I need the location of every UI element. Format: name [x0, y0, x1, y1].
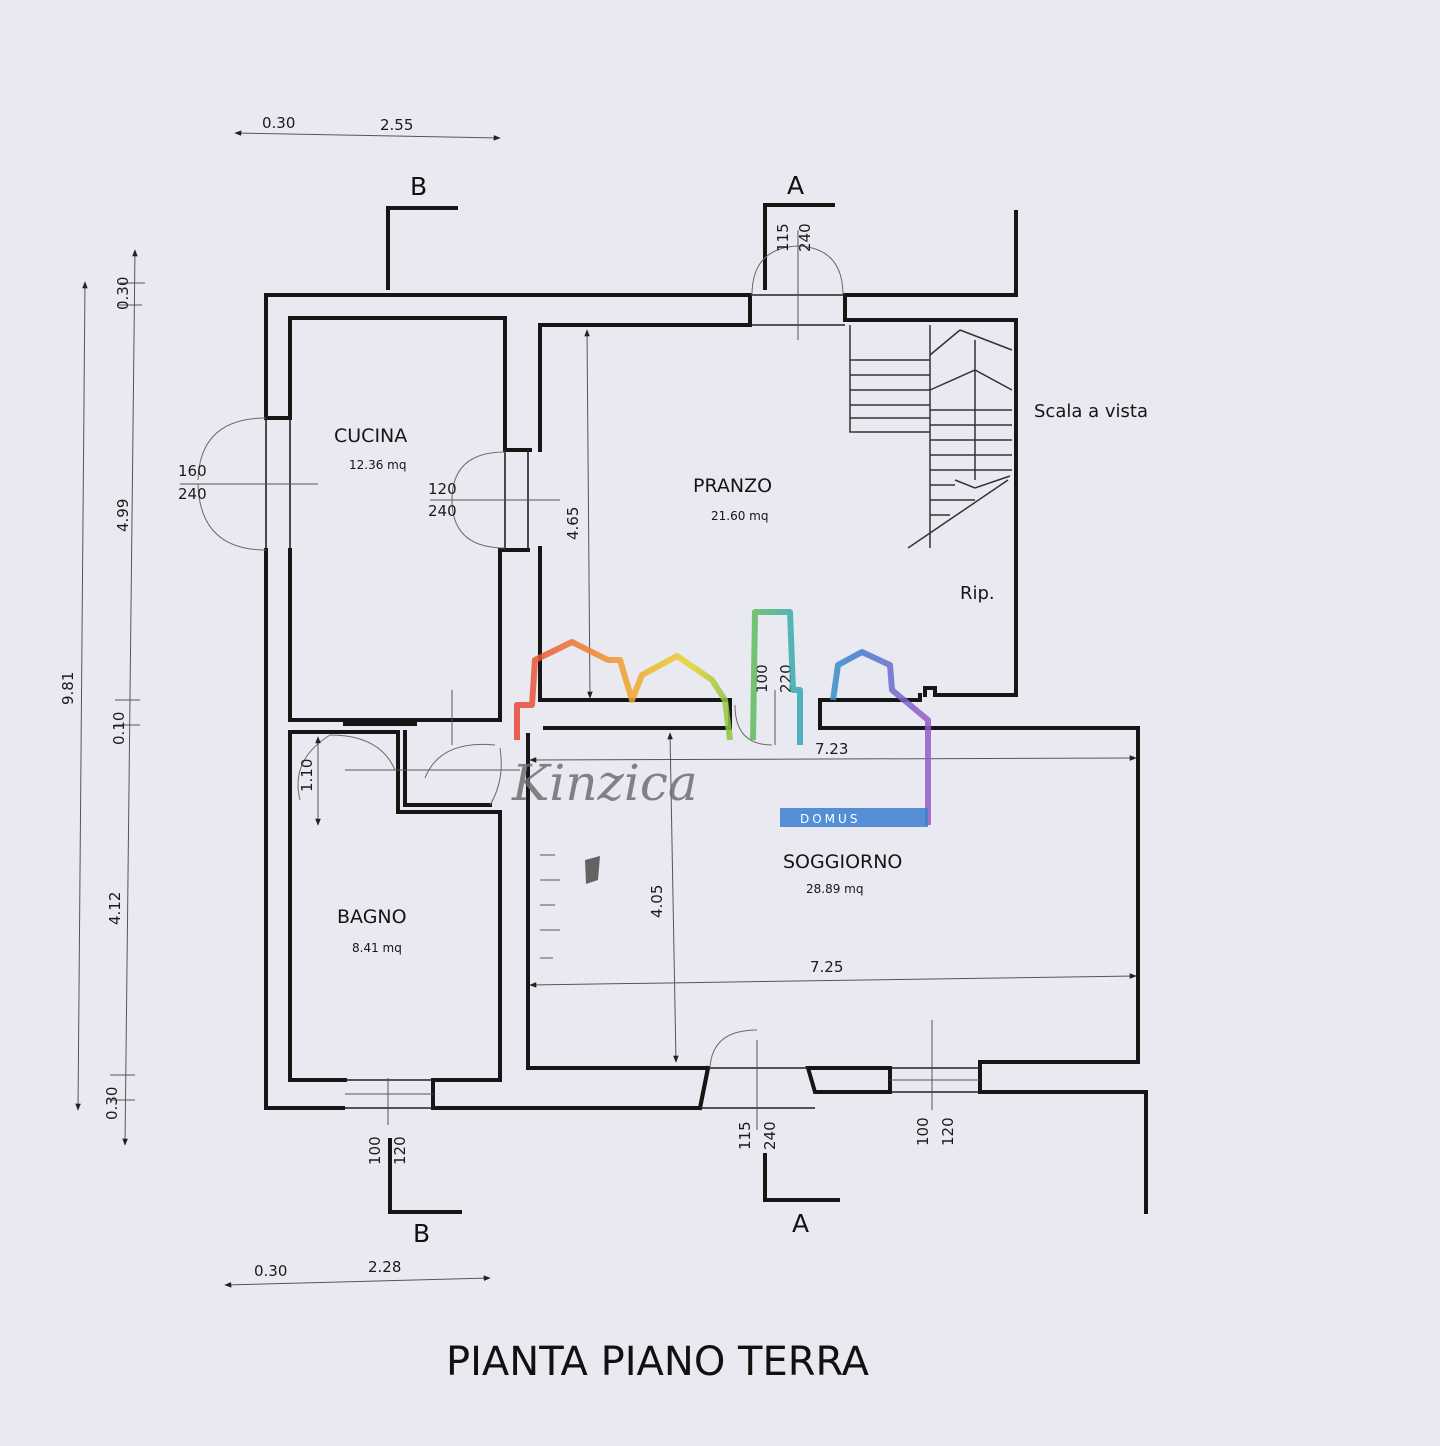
section-b-bottom: B — [413, 1219, 430, 1248]
stairs-label: Scala a vista — [1034, 401, 1148, 422]
room-soggiorno-name: SOGGIORNO — [783, 851, 902, 873]
kitchen-door-height: 240 — [428, 502, 457, 520]
pranzo-opening-width: 100 — [753, 664, 771, 693]
logo-sub-bar — [780, 808, 928, 827]
section-a-bottom: A — [792, 1209, 809, 1238]
walls — [264, 203, 1148, 1214]
logo-watermark: Kinzica DOMUS — [511, 609, 931, 827]
top-door-width: 115 — [774, 223, 792, 252]
openings — [180, 230, 980, 1130]
room-bagno-name: BAGNO — [337, 906, 407, 928]
room-pranzo-name: PRANZO — [693, 475, 772, 497]
room-pranzo-area: 21.60 mq — [711, 509, 768, 523]
kitchen-window-width: 160 — [178, 462, 207, 480]
plan-title: PIANTA PIANO TERRA — [446, 1339, 870, 1385]
kitchen-window-height: 240 — [178, 485, 207, 503]
logo-skyline — [514, 609, 931, 825]
room-cucina-area: 12.36 mq — [349, 458, 406, 472]
dimension-lines — [75, 130, 1137, 1288]
kitchen-door-width: 120 — [428, 480, 457, 498]
room-bagno-area: 8.41 mq — [352, 941, 402, 955]
dim-left-upper-span: 4.99 — [114, 499, 132, 532]
logo-name: Kinzica — [511, 754, 698, 812]
right-window-height: 120 — [939, 1117, 957, 1146]
room-cucina-name: CUCINA — [334, 425, 407, 447]
room-soggiorno-area: 28.89 mq — [806, 882, 863, 896]
dim-bottom-left-wall: 0.30 — [254, 1262, 287, 1280]
dim-total-height: 9.81 — [59, 672, 77, 705]
right-window-width: 100 — [914, 1117, 932, 1146]
dim-pranzo-height: 4.65 — [564, 507, 582, 540]
scan-marks — [540, 854, 600, 959]
front-door-height: 240 — [761, 1121, 779, 1150]
dim-left-top-wall: 0.30 — [114, 277, 132, 310]
storage-label: Rip. — [960, 583, 995, 604]
dim-soggiorno-width-bottom: 7.25 — [810, 958, 843, 976]
dim-soggiorno-height: 4.05 — [648, 885, 666, 918]
bath-window-width: 100 — [366, 1136, 384, 1165]
section-a-top: A — [787, 171, 804, 200]
logo-sub: DOMUS — [800, 812, 860, 826]
dim-top-width: 2.55 — [380, 116, 413, 134]
front-door-width: 115 — [736, 1121, 754, 1150]
top-door-height: 240 — [796, 223, 814, 252]
dim-left-bottom-wall: 0.30 — [103, 1087, 121, 1120]
dim-top-left-wall: 0.30 — [262, 114, 295, 132]
dim-bottom-width: 2.28 — [368, 1258, 401, 1276]
bath-window-height: 120 — [391, 1136, 409, 1165]
section-b-top: B — [410, 172, 427, 201]
stairs — [849, 325, 1013, 549]
dim-left-middle-wall: 0.10 — [110, 712, 128, 745]
dim-soggiorno-width-top: 7.23 — [815, 740, 848, 758]
dim-bathroom-passage: 1.10 — [298, 759, 316, 792]
dim-left-lower-span: 4.12 — [106, 892, 124, 925]
